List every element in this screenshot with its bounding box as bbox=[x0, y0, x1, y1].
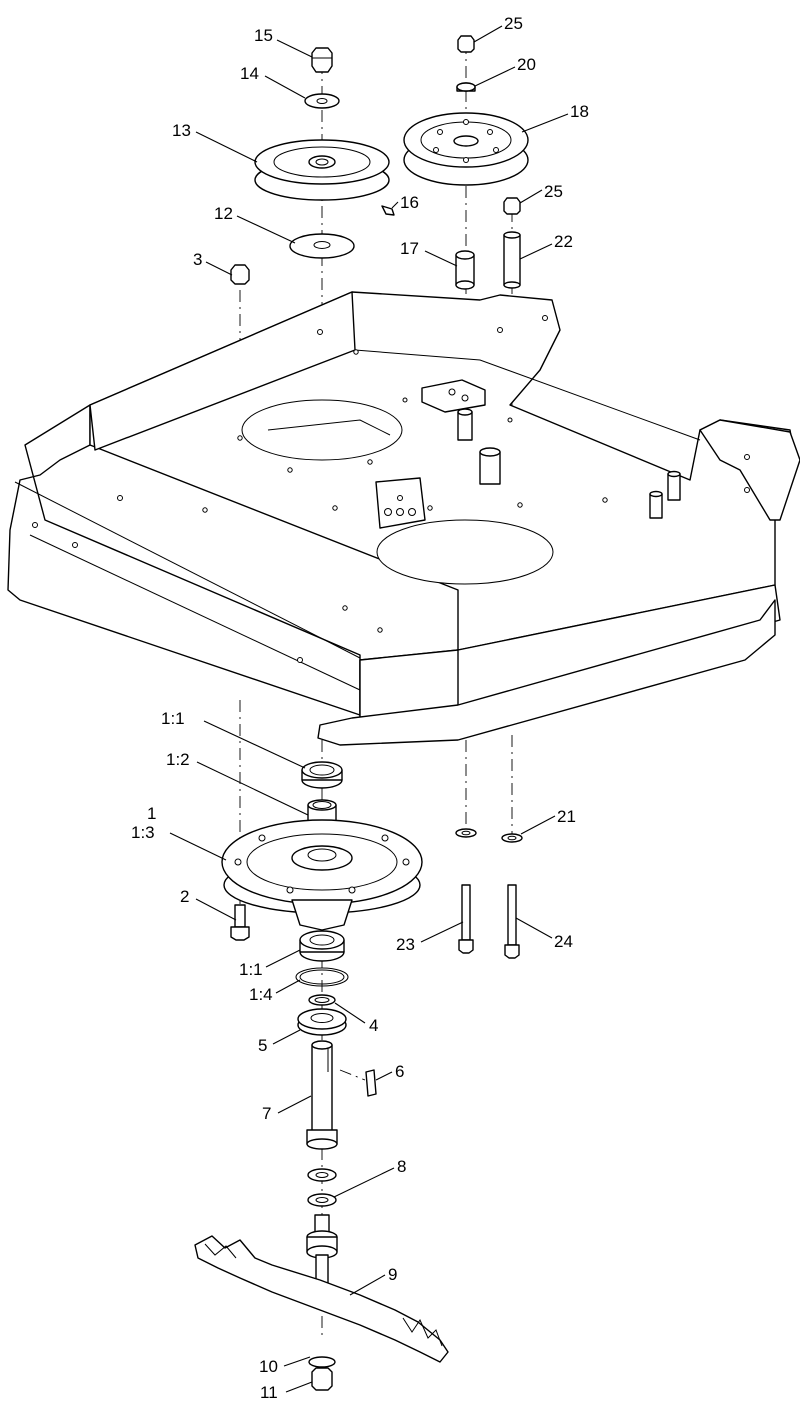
key-part-6 bbox=[365, 1069, 377, 1097]
bolt-part-24 bbox=[504, 884, 520, 959]
mower-blade-part-9 bbox=[194, 1235, 449, 1363]
callout-leaders bbox=[169, 25, 569, 1393]
callout-16: 16 bbox=[400, 193, 419, 212]
callout-5: 5 bbox=[258, 1036, 267, 1055]
callout-25-top: 25 bbox=[504, 14, 523, 33]
callout-2: 2 bbox=[180, 887, 189, 906]
callout-9: 9 bbox=[388, 1265, 397, 1284]
bolt-part-23 bbox=[458, 884, 474, 954]
callout-1-1-lower: 1:1 bbox=[239, 960, 263, 979]
pulley-part-13 bbox=[254, 139, 390, 201]
spindle-housing-part-1 bbox=[221, 819, 423, 931]
callout-25-lower: 25 bbox=[544, 182, 563, 201]
spindle-shaft-part-7 bbox=[306, 1040, 338, 1150]
washer-part-4 bbox=[308, 994, 336, 1006]
callout-1-3: 1:3 bbox=[131, 823, 155, 842]
callout-15: 15 bbox=[254, 26, 273, 45]
nut-part-25-lower bbox=[503, 197, 521, 215]
callout-17: 17 bbox=[400, 239, 419, 258]
callout-11: 11 bbox=[260, 1383, 278, 1402]
callout-21: 21 bbox=[557, 807, 576, 826]
callout-22: 22 bbox=[554, 232, 573, 251]
nut-part-25-top bbox=[457, 35, 475, 53]
callout-6: 6 bbox=[395, 1062, 404, 1081]
callout-1-2: 1:2 bbox=[166, 750, 190, 769]
spacer-part-22 bbox=[503, 231, 521, 289]
washer-part-21-left bbox=[455, 828, 477, 838]
callout-18: 18 bbox=[570, 102, 589, 121]
callout-1-4: 1:4 bbox=[249, 985, 273, 1004]
idler-pulley-part-18 bbox=[403, 112, 529, 186]
callout-8: 8 bbox=[397, 1157, 406, 1176]
spacer-part-12 bbox=[289, 233, 355, 259]
washer-part-21-right bbox=[501, 833, 523, 843]
retaining-ring-part-1-4 bbox=[295, 967, 349, 987]
callout-24: 24 bbox=[554, 932, 573, 951]
callout-10: 10 bbox=[259, 1357, 278, 1376]
washer-part-10 bbox=[308, 1356, 336, 1368]
callout-13: 13 bbox=[172, 121, 191, 140]
callout-3: 3 bbox=[193, 250, 202, 269]
callout-labels: 15 14 13 12 16 3 25 20 18 25 17 22 1:1 1… bbox=[131, 14, 589, 1402]
washer-part-8-upper bbox=[307, 1168, 337, 1182]
callout-23: 23 bbox=[396, 935, 415, 954]
washer-part-8-lower bbox=[307, 1193, 337, 1207]
callout-12: 12 bbox=[214, 204, 233, 223]
washer-part-14 bbox=[304, 93, 340, 109]
nut-part-15 bbox=[311, 47, 333, 73]
bolt-part-2 bbox=[230, 904, 250, 941]
nut-part-3 bbox=[230, 264, 250, 285]
mower-deck-housing bbox=[7, 291, 800, 746]
washer-part-20 bbox=[456, 82, 476, 92]
callout-14: 14 bbox=[240, 64, 259, 83]
callout-7: 7 bbox=[262, 1104, 271, 1123]
seal-part-5 bbox=[297, 1008, 347, 1036]
callout-1-1-upper: 1:1 bbox=[161, 709, 185, 728]
callout-1: 1 bbox=[147, 804, 156, 823]
bearing-part-1-1-lower bbox=[299, 930, 345, 962]
bolt-part-11 bbox=[311, 1367, 333, 1391]
grease-fitting-part-16 bbox=[381, 205, 395, 216]
callout-20: 20 bbox=[517, 55, 536, 74]
spacer-part-17 bbox=[455, 250, 475, 290]
bearing-part-1-1-upper bbox=[301, 761, 343, 789]
callout-4: 4 bbox=[369, 1016, 378, 1035]
